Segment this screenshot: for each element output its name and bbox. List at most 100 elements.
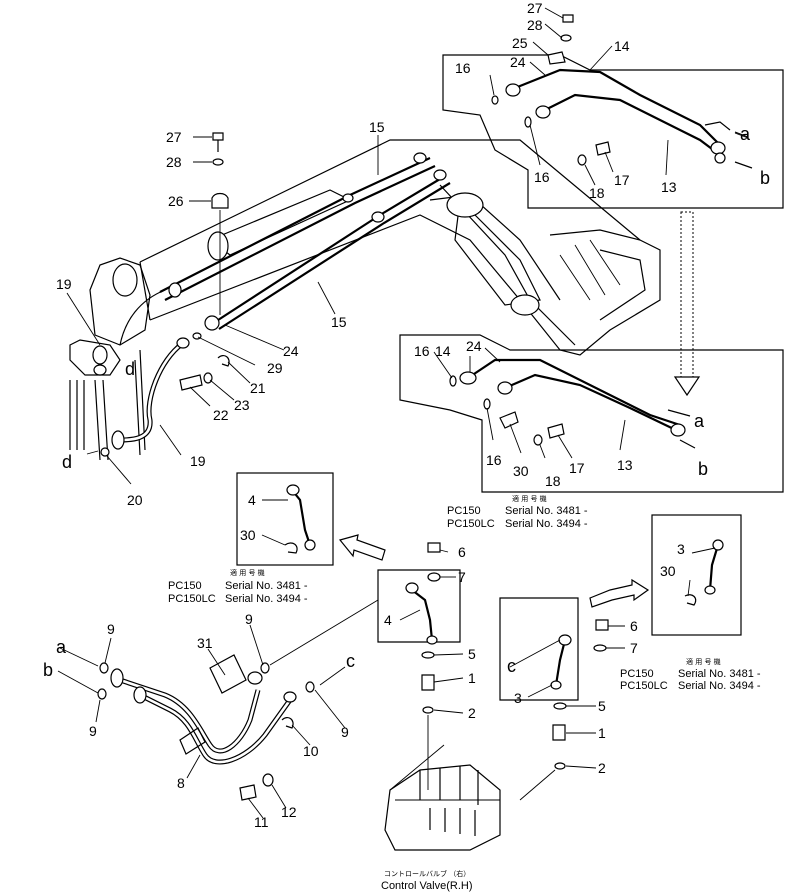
letter-a: a [56, 637, 67, 657]
hatched-arrows [338, 534, 650, 608]
callout-16: 16 [455, 60, 471, 76]
bottom-hoses [97, 599, 379, 801]
control-valve-caption: コントロールバルブ （右） Control Valve(R.H) [381, 869, 473, 892]
callout-2: 2 [598, 760, 606, 776]
serial-block-3: 適 用 号 機 PC150 Serial No. 3481 - PC150LC … [620, 657, 761, 692]
callout-17: 17 [614, 172, 630, 188]
callout-27: 27 [527, 0, 543, 16]
callout-19: 19 [56, 276, 72, 292]
callout-19: 19 [190, 453, 206, 469]
letter-c: c [507, 656, 516, 676]
callout-9: 9 [245, 611, 253, 627]
callout-14: 14 [614, 38, 630, 54]
svg-text:PC150LC: PC150LC [620, 680, 668, 692]
callout-26: 26 [168, 193, 184, 209]
callout-18: 18 [589, 185, 605, 201]
callout-8: 8 [177, 775, 185, 791]
callout-15: 15 [369, 119, 385, 135]
letter-d: d [125, 359, 135, 379]
callout-23: 23 [234, 397, 250, 413]
small-box-right [651, 514, 742, 636]
callout-25: 25 [512, 35, 528, 51]
letter-d: d [62, 452, 72, 472]
boom-structure [69, 139, 661, 461]
callout-9: 9 [89, 723, 97, 739]
center-fittings [377, 542, 461, 790]
letter-a: a [740, 124, 751, 144]
svg-text:Serial No. 3494 -: Serial No. 3494 - [225, 593, 308, 605]
svg-text:Serial No. 3481 -: Serial No. 3481 - [505, 505, 588, 517]
callout-24: 24 [283, 343, 299, 359]
callout-5: 5 [598, 698, 606, 714]
control-valve [384, 744, 501, 851]
svg-text:PC150: PC150 [620, 668, 654, 680]
callout-5: 5 [468, 646, 476, 662]
callout-13: 13 [617, 457, 633, 473]
callout-11: 11 [254, 814, 269, 830]
callout-labels: 27 28 25 14 24 16 16 18 17 13 15 15 27 2… [56, 0, 685, 830]
callout-7: 7 [458, 569, 466, 585]
serial-block-2: 適 用 号 機 PC150 Serial No. 3481 - PC150LC … [168, 568, 308, 605]
letter-b: b [43, 660, 53, 680]
leader-lines [57, 7, 749, 819]
svg-text:PC150LC: PC150LC [447, 518, 495, 530]
callout-6: 6 [458, 544, 466, 560]
callout-14: 14 [435, 343, 451, 359]
callout-16: 16 [414, 343, 430, 359]
callout-24: 24 [466, 338, 482, 354]
callout-2: 2 [468, 705, 476, 721]
svg-text:PC150: PC150 [168, 580, 202, 592]
letter-c: c [346, 651, 355, 671]
svg-text:PC150: PC150 [447, 505, 481, 517]
callout-12: 12 [281, 804, 297, 820]
callout-1: 1 [468, 670, 476, 686]
letter-b: b [760, 168, 770, 188]
callout-10: 10 [303, 743, 319, 759]
callout-21: 21 [250, 380, 266, 396]
small-box-left [236, 472, 334, 566]
callout-31: 31 [197, 635, 213, 651]
callout-4: 4 [384, 612, 392, 628]
svg-text:適 用 号 機: 適 用 号 機 [512, 494, 547, 503]
right-box [499, 597, 609, 801]
dotted-arrow [673, 211, 701, 397]
boom-hoses-15 [159, 152, 451, 331]
svg-text:コントロールバルブ （右）: コントロールバルブ （右） [384, 869, 470, 878]
callout-27: 27 [166, 129, 182, 145]
callout-22: 22 [213, 407, 229, 423]
callout-20: 20 [127, 492, 143, 508]
callout-13: 13 [661, 179, 677, 195]
svg-text:適 用 号 機: 適 用 号 機 [230, 568, 265, 577]
letter-b: b [698, 459, 708, 479]
callout-30: 30 [240, 527, 256, 543]
callout-28: 28 [527, 17, 543, 33]
callout-4: 4 [248, 492, 256, 508]
callout-18: 18 [545, 473, 561, 489]
svg-text:Serial No. 3494 -: Serial No. 3494 - [505, 518, 588, 530]
callout-9: 9 [341, 724, 349, 740]
top-detail [442, 14, 784, 209]
callout-1: 1 [598, 725, 606, 741]
svg-text:PC150LC: PC150LC [168, 593, 216, 605]
svg-text:Control Valve(R.H): Control Valve(R.H) [381, 880, 473, 892]
mid-detail [399, 334, 784, 493]
callout-30: 30 [513, 463, 529, 479]
svg-text:適 用 号 機: 適 用 号 機 [686, 657, 721, 666]
hoses-19 [92, 289, 190, 450]
clamp-parts-left [100, 132, 230, 457]
callout-3: 3 [677, 541, 685, 557]
svg-text:Serial No. 3481 -: Serial No. 3481 - [225, 580, 308, 592]
callout-16: 16 [534, 169, 550, 185]
connection-letters: a b a b d d a b c c [43, 124, 770, 680]
callout-3: 3 [514, 690, 522, 706]
callout-16: 16 [486, 452, 502, 468]
callout-29: 29 [267, 360, 283, 376]
svg-text:Serial No. 3481 -: Serial No. 3481 - [678, 668, 761, 680]
callout-28: 28 [166, 154, 182, 170]
serial-block-1: 適 用 号 機 PC150 Serial No. 3481 - PC150LC … [447, 494, 588, 530]
callout-15: 15 [331, 314, 347, 330]
svg-text:Serial No. 3494 -: Serial No. 3494 - [678, 680, 761, 692]
callout-9: 9 [107, 621, 115, 637]
